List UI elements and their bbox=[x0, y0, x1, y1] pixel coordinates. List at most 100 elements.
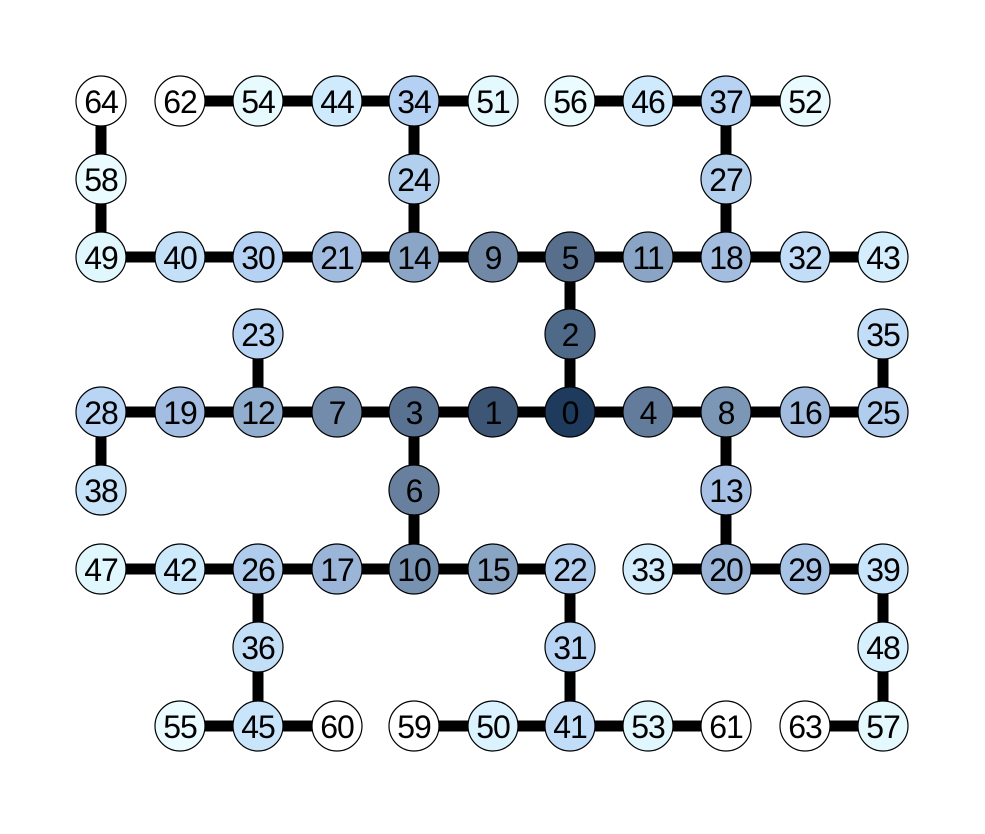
node-circle bbox=[857, 621, 909, 673]
node-label: 45 bbox=[241, 709, 275, 745]
node-circle bbox=[75, 386, 127, 438]
node-circle bbox=[467, 700, 519, 752]
node-circle bbox=[154, 543, 206, 595]
node-label: 6 bbox=[406, 473, 423, 509]
node-label: 34 bbox=[397, 84, 431, 120]
node-29: 29 bbox=[779, 543, 831, 595]
node-label: 7 bbox=[329, 395, 346, 431]
node-circle bbox=[154, 700, 206, 752]
node-4: 4 bbox=[622, 386, 674, 438]
node-circle bbox=[700, 700, 752, 752]
node-61: 61 bbox=[700, 700, 752, 752]
node-circle bbox=[232, 75, 284, 127]
node-circle bbox=[75, 464, 127, 516]
node-label: 23 bbox=[241, 317, 275, 353]
node-0: 0 bbox=[544, 386, 596, 438]
node-circle bbox=[467, 75, 519, 127]
node-label: 4 bbox=[640, 395, 657, 431]
node-circle bbox=[388, 231, 440, 283]
node-37: 37 bbox=[700, 75, 752, 127]
node-28: 28 bbox=[75, 386, 127, 438]
node-circle bbox=[857, 386, 909, 438]
node-label: 9 bbox=[485, 240, 502, 276]
node-2: 2 bbox=[544, 308, 596, 360]
node-12: 12 bbox=[232, 386, 284, 438]
node-label: 30 bbox=[241, 240, 275, 276]
node-40: 40 bbox=[154, 231, 206, 283]
node-33: 33 bbox=[622, 543, 674, 595]
node-label: 17 bbox=[320, 552, 354, 588]
node-11: 11 bbox=[622, 231, 674, 283]
node-27: 27 bbox=[700, 153, 752, 205]
node-42: 42 bbox=[154, 543, 206, 595]
node-13: 13 bbox=[700, 464, 752, 516]
node-18: 18 bbox=[700, 231, 752, 283]
node-label: 12 bbox=[241, 395, 275, 431]
node-circle bbox=[544, 700, 596, 752]
node-circle bbox=[544, 386, 596, 438]
node-label: 11 bbox=[632, 240, 663, 276]
node-45: 45 bbox=[232, 700, 284, 752]
node-31: 31 bbox=[544, 621, 596, 673]
node-label: 31 bbox=[553, 630, 587, 666]
node-label: 54 bbox=[241, 84, 275, 120]
node-15: 15 bbox=[467, 543, 519, 595]
node-10: 10 bbox=[388, 543, 440, 595]
node-circle bbox=[388, 464, 440, 516]
node-60: 60 bbox=[311, 700, 363, 752]
node-circle bbox=[388, 386, 440, 438]
node-50: 50 bbox=[467, 700, 519, 752]
node-circle bbox=[388, 543, 440, 595]
node-26: 26 bbox=[232, 543, 284, 595]
node-label: 24 bbox=[397, 162, 431, 198]
node-label: 61 bbox=[709, 709, 743, 745]
node-63: 63 bbox=[779, 700, 831, 752]
node-label: 38 bbox=[84, 473, 118, 509]
node-24: 24 bbox=[388, 153, 440, 205]
node-9: 9 bbox=[467, 231, 519, 283]
node-59: 59 bbox=[388, 700, 440, 752]
node-label: 55 bbox=[163, 709, 197, 745]
node-label: 25 bbox=[866, 395, 900, 431]
node-circle bbox=[622, 700, 674, 752]
node-circle bbox=[857, 543, 909, 595]
node-20: 20 bbox=[700, 543, 752, 595]
node-label: 1 bbox=[485, 395, 502, 431]
node-circle bbox=[232, 386, 284, 438]
node-label: 57 bbox=[866, 709, 900, 745]
node-label: 49 bbox=[84, 240, 118, 276]
node-label: 64 bbox=[84, 84, 118, 120]
node-41: 41 bbox=[544, 700, 596, 752]
node-circle bbox=[779, 386, 831, 438]
node-circle bbox=[544, 543, 596, 595]
node-21: 21 bbox=[311, 231, 363, 283]
node-58: 58 bbox=[75, 153, 127, 205]
node-44: 44 bbox=[311, 75, 363, 127]
node-circle bbox=[779, 75, 831, 127]
node-label: 13 bbox=[709, 473, 743, 509]
node-label: 20 bbox=[709, 552, 743, 588]
node-circle bbox=[622, 231, 674, 283]
node-label: 47 bbox=[84, 552, 118, 588]
node-57: 57 bbox=[857, 700, 909, 752]
node-circle bbox=[700, 543, 752, 595]
node-circle bbox=[75, 153, 127, 205]
node-label: 18 bbox=[709, 240, 743, 276]
node-label: 32 bbox=[788, 240, 822, 276]
node-circle bbox=[700, 386, 752, 438]
node-25: 25 bbox=[857, 386, 909, 438]
node-label: 5 bbox=[562, 240, 579, 276]
node-label: 43 bbox=[866, 240, 900, 276]
node-label: 63 bbox=[788, 709, 822, 745]
node-circle bbox=[700, 153, 752, 205]
node-circle bbox=[75, 75, 127, 127]
node-label: 29 bbox=[788, 552, 822, 588]
node-22: 22 bbox=[544, 543, 596, 595]
node-label: 27 bbox=[709, 162, 743, 198]
node-label: 48 bbox=[866, 630, 900, 666]
node-circle bbox=[75, 231, 127, 283]
node-label: 44 bbox=[320, 84, 354, 120]
node-55: 55 bbox=[154, 700, 206, 752]
node-circle bbox=[467, 543, 519, 595]
